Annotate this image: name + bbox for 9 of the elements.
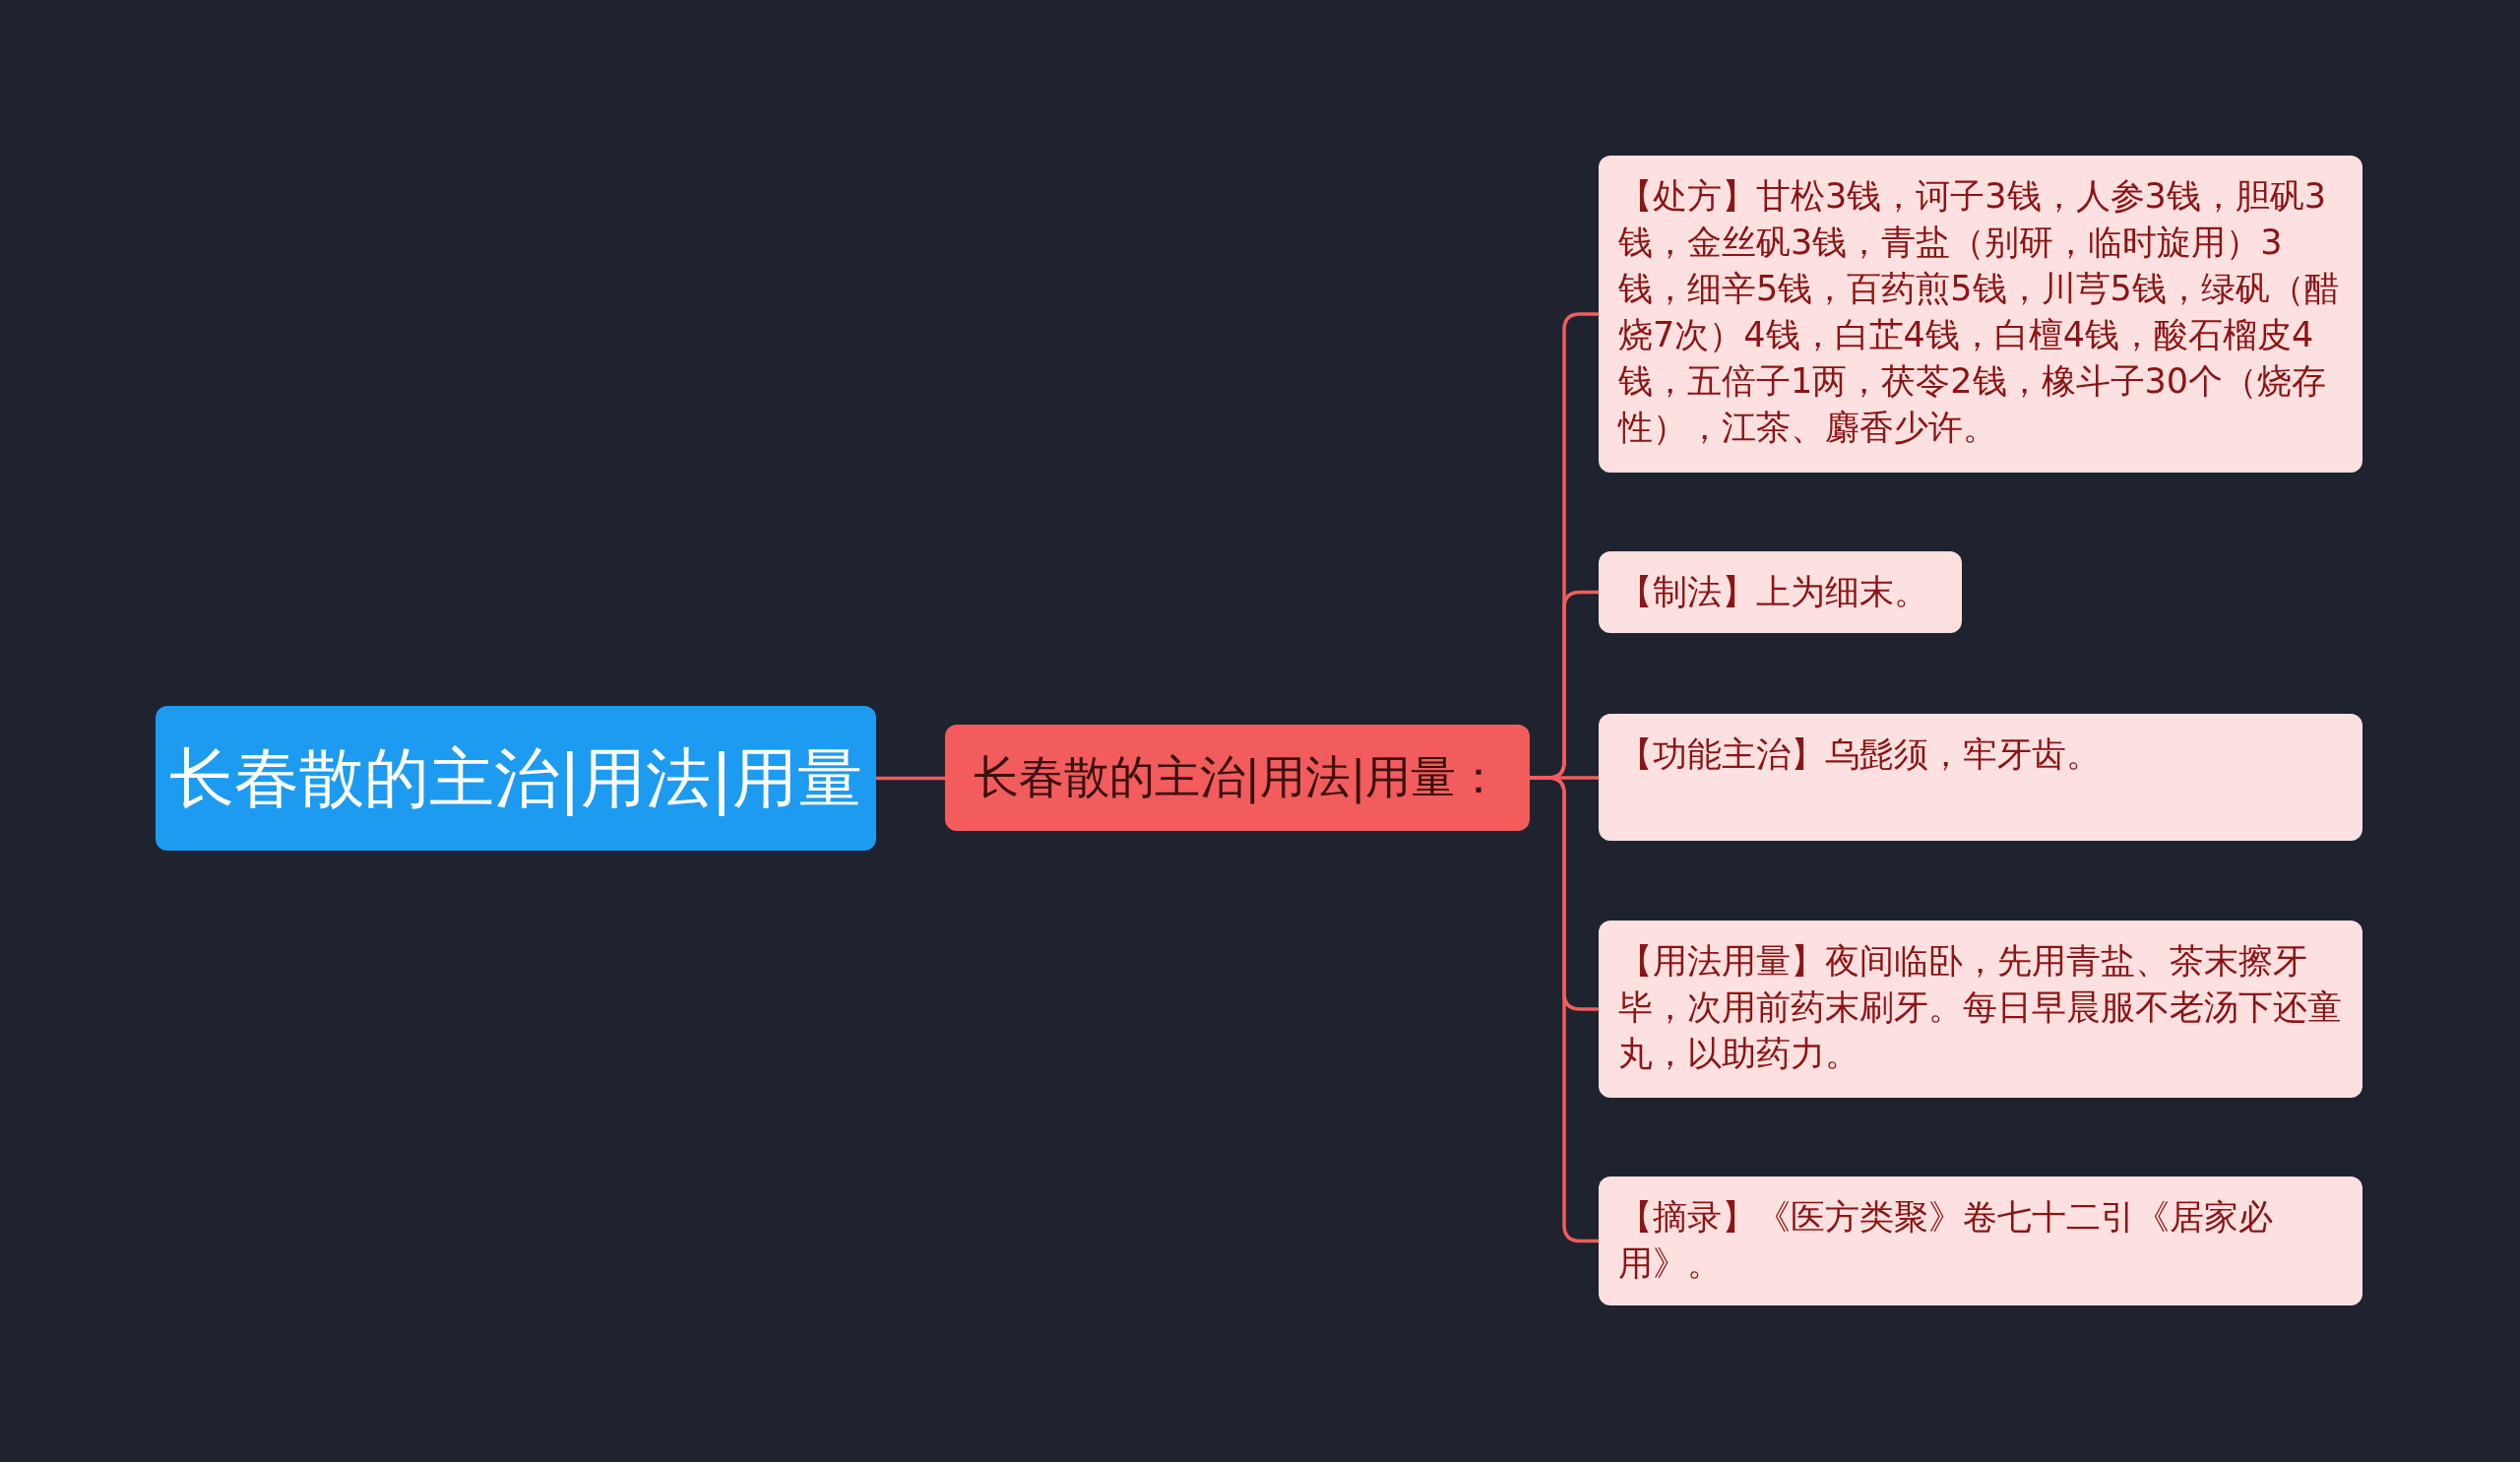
text-box: 【用法用量】夜间临卧，先用青盐、茶末擦牙毕，次用前药末刷牙。每日早晨服不老汤下还童丸，以助药力。 — [1599, 921, 2362, 1098]
topic-box: 长春散的主治|用法|用量 — [156, 706, 876, 851]
text-box: 【摘录】《医方类聚》卷七十二引《居家必用》。 — [1599, 1176, 2362, 1305]
text-box: 【制法】上为细末。 — [1599, 551, 1962, 633]
subtopic-box: 长春散的主治|用法|用量： — [945, 725, 1530, 831]
text-box: 【功能主治】乌髭须，牢牙齿。 — [1599, 714, 2362, 841]
text-box: 【处方】甘松3钱，诃子3钱，人参3钱，胆矾3钱，金丝矾3钱，青盐（别研，临时旋用）3钱，细辛5钱，百药煎5钱，川芎5钱，绿矾（醋烧7次）4钱，白芷4钱，白檀4钱，酸石榴皮4钱，五倍子1两，茯苓2钱，橡斗子30个（烧存性），江茶、麝香少许。 — [1599, 156, 2362, 473]
connector-line — [1530, 776, 1599, 1243]
connector-line — [876, 776, 945, 781]
